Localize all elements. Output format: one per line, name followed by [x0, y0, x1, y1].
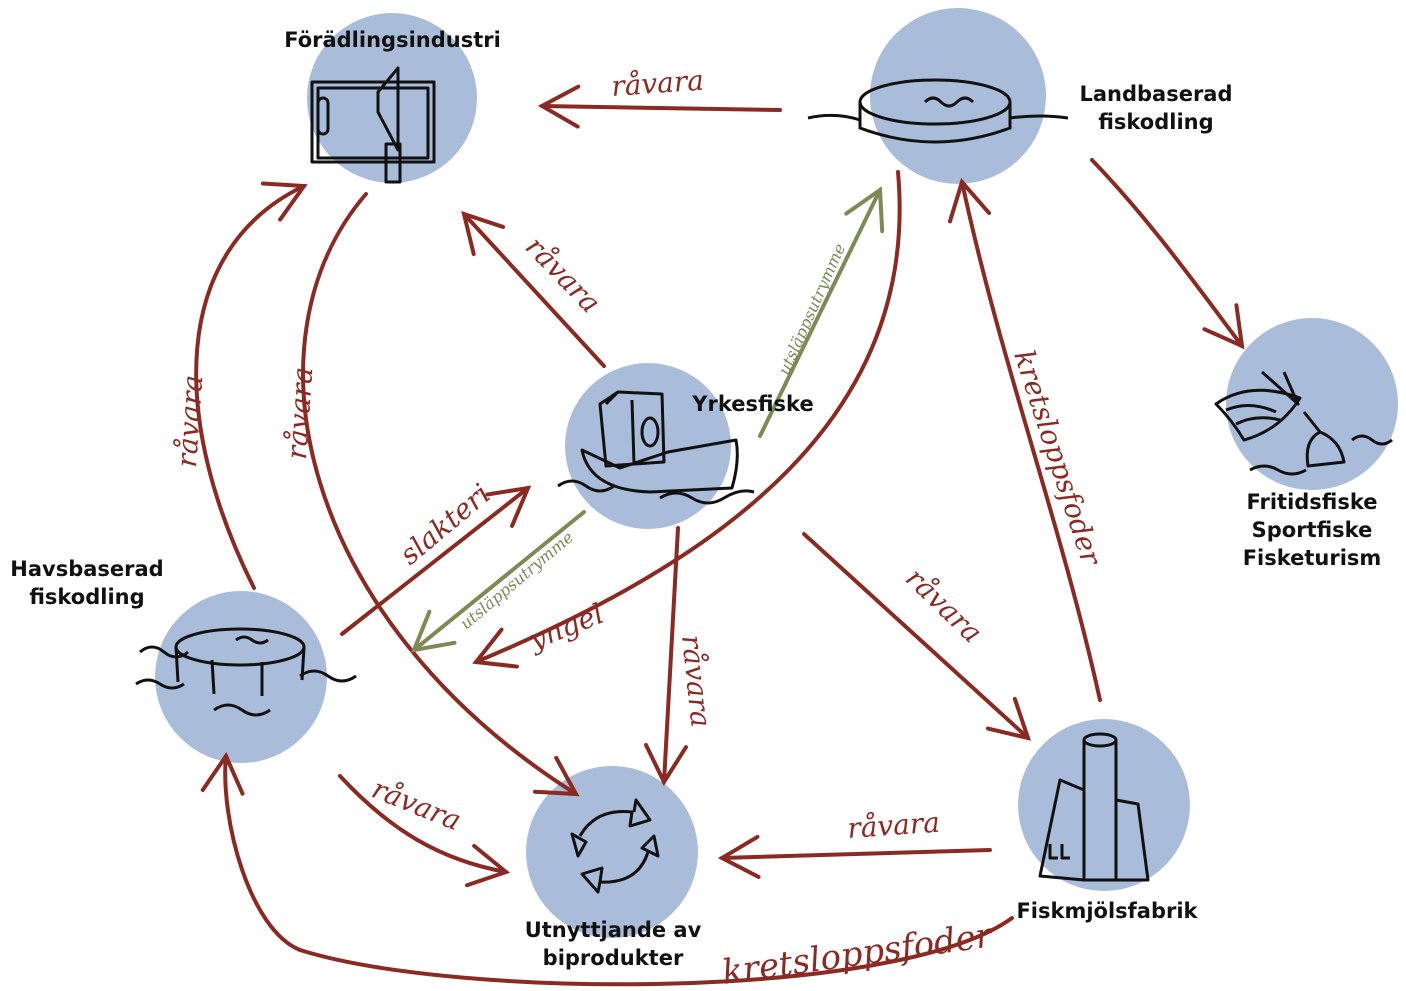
havsbaserad-label: Havsbaserad fiskodling — [4, 555, 170, 611]
fishing-rod-icon — [1214, 370, 1393, 476]
fiskmjol-label-line-1: Fiskmjölsfabrik — [1016, 899, 1198, 923]
fritid-label-line-2: Sportfiske — [1251, 518, 1373, 542]
flow-label-ravara-yrkesfiske-utnyttjande: råvara — [675, 633, 718, 729]
arrow-havsbaserad-to-yrkesfiske — [340, 488, 528, 636]
arrow-yrkesfiske-to-havsbaserad-emission — [414, 510, 586, 650]
arrow-yrkesfiske-to-utnyttjande — [664, 526, 678, 782]
foradling-label-line-1: Förädlingsindustri — [284, 28, 501, 52]
arrow-havsbaserad-to-utnyttjande — [338, 774, 506, 872]
arrow-havsbaserad-to-foradling — [194, 186, 304, 590]
recycle-icon — [570, 798, 660, 894]
flow-label-yngel: yngel — [522, 597, 608, 657]
flow-label-ravara-havsbaserad-utnyttjande: råvara — [367, 772, 465, 837]
fritid-circle — [1226, 318, 1398, 490]
fritid-label: Fritidsfiske Sportfiske Fisketurism — [1234, 488, 1390, 572]
flow-label-ravara-yrkesfiske-fiskmjol: råvara — [899, 561, 989, 649]
arrow-fiskmjol-to-landbaserad — [962, 182, 1102, 702]
fishmeal-factory-icon — [1038, 732, 1150, 882]
arrow-fiskmjol-to-utnyttjande — [722, 850, 992, 858]
emission-label-top: utsläppsutrymme — [774, 241, 849, 378]
flow-label-ravara-havsbaserad-foradling: råvara — [170, 374, 209, 469]
flow-label-ravara-fiskmjol-utnyttjande: råvara — [846, 806, 941, 845]
flow-label-ravara-yrkesfiske-foradling: råvara — [519, 230, 607, 320]
arrow-landbaserad-to-havsbaserad — [476, 170, 902, 662]
foradling-label: Förädlingsindustri — [280, 26, 505, 54]
factory-machine-icon — [310, 66, 436, 184]
fritid-label-line-3: Fisketurism — [1242, 546, 1382, 570]
landbaserad-label: Landbaserad fiskodling — [1070, 80, 1242, 136]
land-tank-icon — [807, 78, 1069, 144]
utnyttjande-label-line-2: biprodukter — [542, 946, 684, 970]
flow-label-ravara-top: råvara — [610, 64, 705, 103]
arrow-yrkesfiske-to-foradling — [464, 214, 606, 368]
utnyttjande-label: Utnyttjande av biprodukter — [520, 916, 706, 972]
utnyttjande-label-line-1: Utnyttjande av — [524, 918, 702, 942]
fishing-boat-icon — [557, 390, 755, 505]
landbaserad-label-line-1: Landbaserad — [1079, 82, 1233, 106]
flow-arrows — [194, 106, 1242, 987]
arrow-landbaserad-to-fritid — [1090, 158, 1242, 346]
yrkesfiske-label: Yrkesfiske — [690, 390, 816, 418]
landbaserad-label-line-2: fiskodling — [1098, 110, 1214, 134]
arrow-fiskmjol-to-havsbaserad — [225, 756, 1014, 987]
arrow-landbaserad-to-foradling — [542, 106, 782, 110]
sea-cage-icon — [135, 627, 357, 717]
arrow-yrkesfiske-to-landbaserad-emission — [758, 190, 880, 438]
arrow-yrkesfiske-to-fiskmjol — [802, 532, 1028, 738]
landbaserad-circle — [870, 8, 1046, 184]
fiskmjol-label: Fiskmjölsfabrik — [1010, 897, 1204, 925]
yrkesfiske-label-line-1: Yrkesfiske — [692, 392, 814, 416]
arrow-foradling-to-utnyttjande — [301, 192, 576, 794]
havsbaserad-label-line-1: Havsbaserad — [10, 557, 164, 581]
flow-label-ravara-foradling-utnyttjande: råvara — [280, 366, 319, 461]
havsbaserad-label-line-2: fiskodling — [29, 585, 145, 609]
fritid-label-line-1: Fritidsfiske — [1246, 490, 1378, 514]
utnyttjande-circle — [526, 766, 698, 938]
emission-arrows — [414, 190, 880, 650]
flow-label-kretslopp-bottom: kretsloppsfoder — [720, 915, 996, 991]
